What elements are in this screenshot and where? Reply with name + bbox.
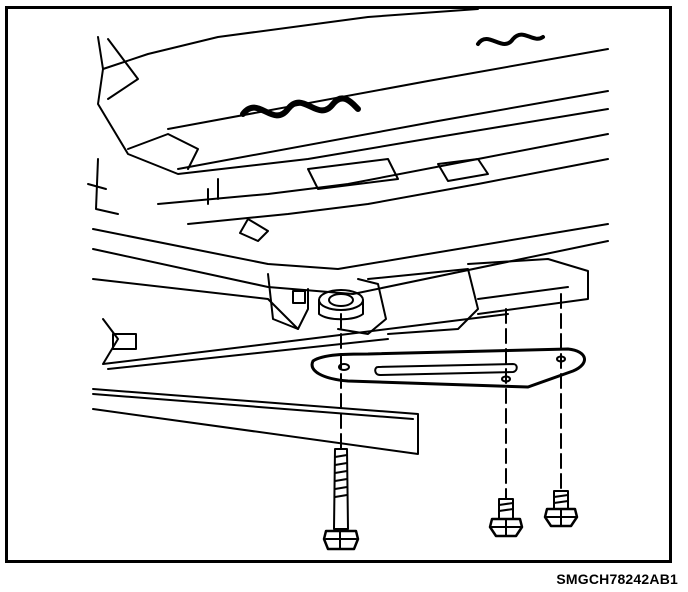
crossmember [92, 133, 609, 335]
shim-plate [310, 347, 586, 389]
illustration-frame [5, 6, 672, 563]
bolt-icon [322, 448, 360, 551]
floor-pan [87, 9, 609, 215]
bolt-icon [488, 498, 524, 538]
underbody-illustration [87, 9, 609, 551]
install-lines [340, 293, 562, 500]
bolt-icon [543, 490, 579, 528]
lower-rail [92, 278, 509, 455]
figure-id-label: SMGCH78242AB1 [556, 571, 678, 587]
